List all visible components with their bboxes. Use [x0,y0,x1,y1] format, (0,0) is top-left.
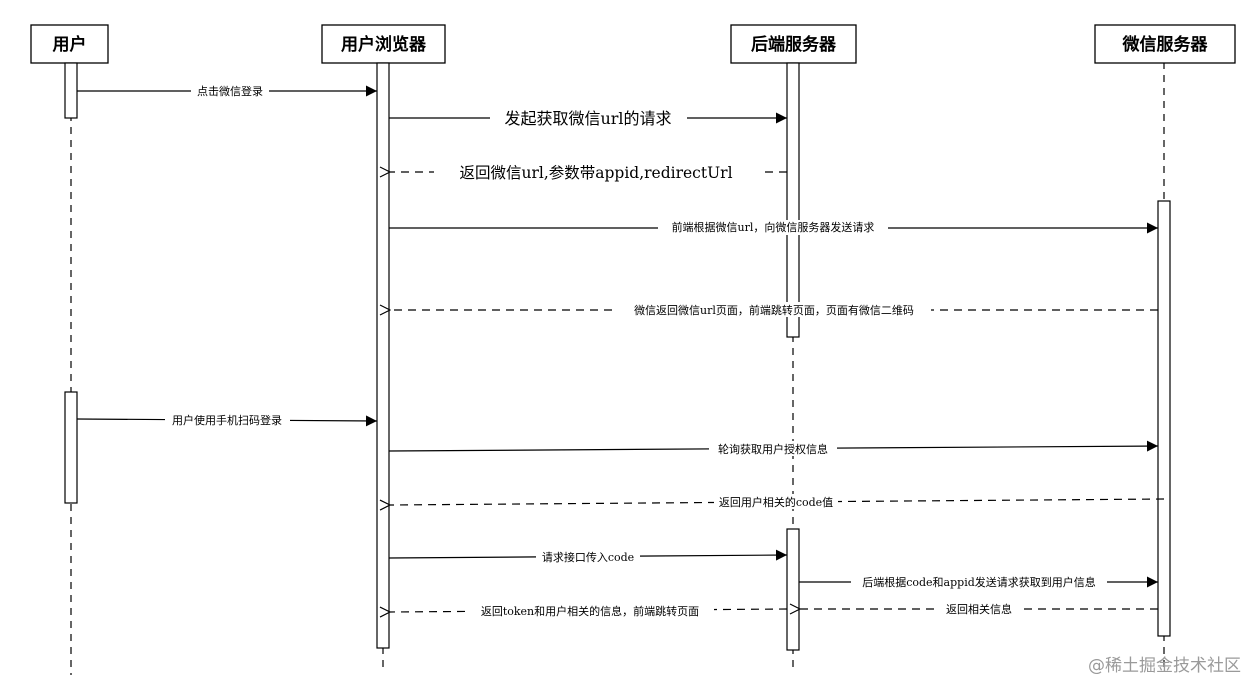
actor-backend: 后端服务器 [730,24,857,64]
message-label: 返回用户相关的code值 [719,495,833,509]
message-label: 轮询获取用户授权信息 [718,442,828,456]
activation-backend-2 [786,528,800,651]
message-label: 点击微信登录 [197,84,263,98]
activation-browser [376,62,390,649]
actor-wechat-label: 微信服务器 [1122,34,1209,55]
actor-browser: 用户浏览器 [321,24,446,64]
actor-user-label: 用户 [53,34,87,55]
activation-wechat [1157,200,1171,637]
actor-browser-label: 用户浏览器 [341,34,427,55]
activation-backend-1 [786,62,800,338]
actor-wechat: 微信服务器 [1094,24,1236,64]
actor-user: 用户 [30,24,109,64]
message-label: 返回微信url,参数带appid,redirectUrl [459,164,732,182]
message-label: 返回相关信息 [946,602,1012,616]
message-arrow [390,498,1165,505]
activation-user-1 [64,62,78,119]
message-label: 发起获取微信url的请求 [504,109,671,128]
watermark: @稀土掘金技术社区 [1088,656,1241,676]
message-label: 返回token和用户相关的信息，前端跳转页面 [481,604,699,618]
message-label: 用户使用手机扫码登录 [172,413,282,427]
message-label: 前端根据微信url，向微信服务器发送请求 [672,220,875,234]
message-label: 请求接口传入code [542,551,634,564]
messages: 点击微信登录 发起获取微信url的请求 返回微信url,参数带appid,red… [76,83,1165,618]
message-label: 微信返回微信url页面，前端跳转页面，页面有微信二维码 [634,303,914,317]
actor-backend-label: 后端服务器 [751,34,837,55]
message-label: 后端根据code和appid发送请求获取到用户信息 [862,575,1096,589]
activation-user-2 [64,391,78,504]
